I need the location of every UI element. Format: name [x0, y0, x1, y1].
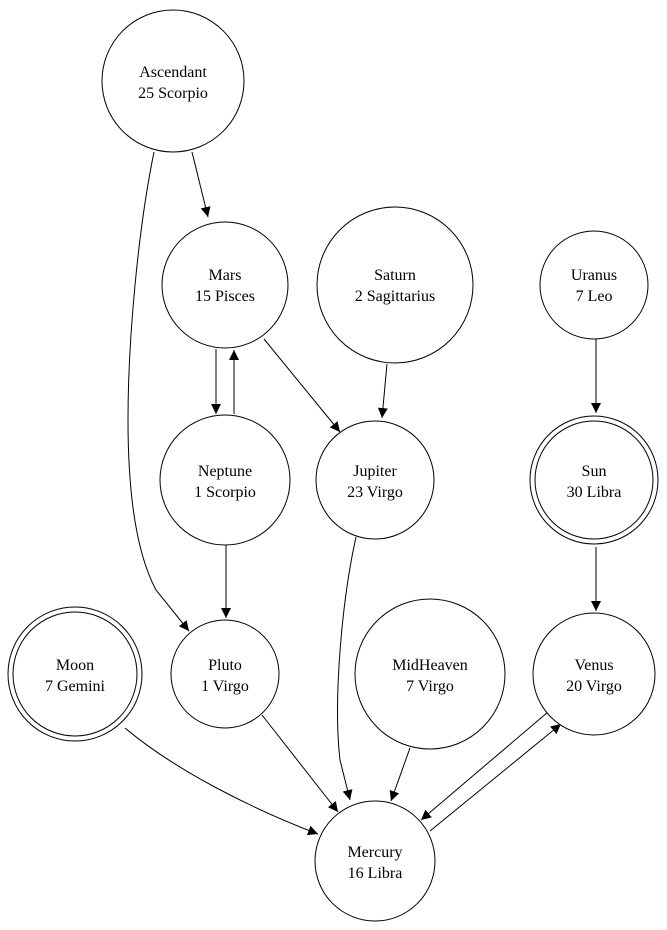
node-name: Ascendant [139, 64, 207, 81]
node-name: MidHeaven [392, 657, 468, 674]
node-name: Neptune [198, 463, 252, 480]
node-position: 7 Leo [576, 288, 613, 305]
edge-jupiter-mercury [337, 536, 357, 801]
node-position: 2 Sagittarius [355, 288, 435, 305]
node-jupiter: Jupiter 23 Virgo [315, 420, 435, 540]
node-position: 23 Virgo [347, 484, 403, 501]
node-position: 25 Scorpio [138, 85, 208, 102]
node-position: 15 Pisces [195, 288, 255, 305]
node-position: 7 Gemini [45, 678, 106, 695]
node-saturn: Saturn 2 Sagittarius [316, 206, 474, 364]
edge-moon-mercury [124, 727, 319, 836]
node-position: 20 Virgo [566, 678, 622, 695]
node-position: 7 Virgo [406, 678, 454, 695]
node-name: Venus [574, 657, 613, 674]
edge-ascendant-mars [191, 151, 211, 218]
node-position: 1 Virgo [201, 678, 249, 695]
edge-ascendant-pluto [127, 151, 190, 632]
node-moon: Moon 7 Gemini [7, 606, 143, 742]
node-position: 16 Libra [348, 865, 403, 882]
node-mars: Mars 15 Pisces [161, 221, 289, 349]
node-name: Moon [56, 657, 94, 674]
edge-venus-mercury [420, 711, 549, 821]
edge-pluto-mercury [261, 714, 339, 813]
node-neptune: Neptune 1 Scorpio [159, 414, 291, 546]
node-name: Saturn [374, 267, 416, 284]
node-name: Jupiter [353, 463, 397, 480]
node-ascendant: Ascendant 25 Scorpio [101, 9, 245, 153]
edge-mars-jupiter [263, 338, 341, 433]
node-name: Pluto [208, 657, 242, 674]
node-venus: Venus 20 Virgo [532, 612, 656, 736]
node-midheaven: MidHeaven 7 Virgo [354, 598, 506, 750]
node-name: Mercury [347, 844, 402, 861]
node-name: Sun [582, 463, 607, 480]
node-name: Uranus [571, 267, 617, 284]
edges [124, 151, 601, 836]
node-sun: Sun 30 Libra [529, 415, 659, 545]
node-mercury: Mercury 16 Libra [314, 800, 436, 922]
node-position: 30 Libra [567, 484, 622, 501]
node-name: Mars [209, 267, 242, 284]
node-uranus: Uranus 7 Leo [539, 230, 649, 340]
edge-midheaven-mercury [389, 747, 411, 802]
node-position: 1 Scorpio [194, 484, 256, 501]
edge-mercury-venus [429, 723, 562, 832]
node-pluto: Pluto 1 Virgo [170, 619, 280, 729]
edge-saturn-jupiter [377, 363, 388, 419]
